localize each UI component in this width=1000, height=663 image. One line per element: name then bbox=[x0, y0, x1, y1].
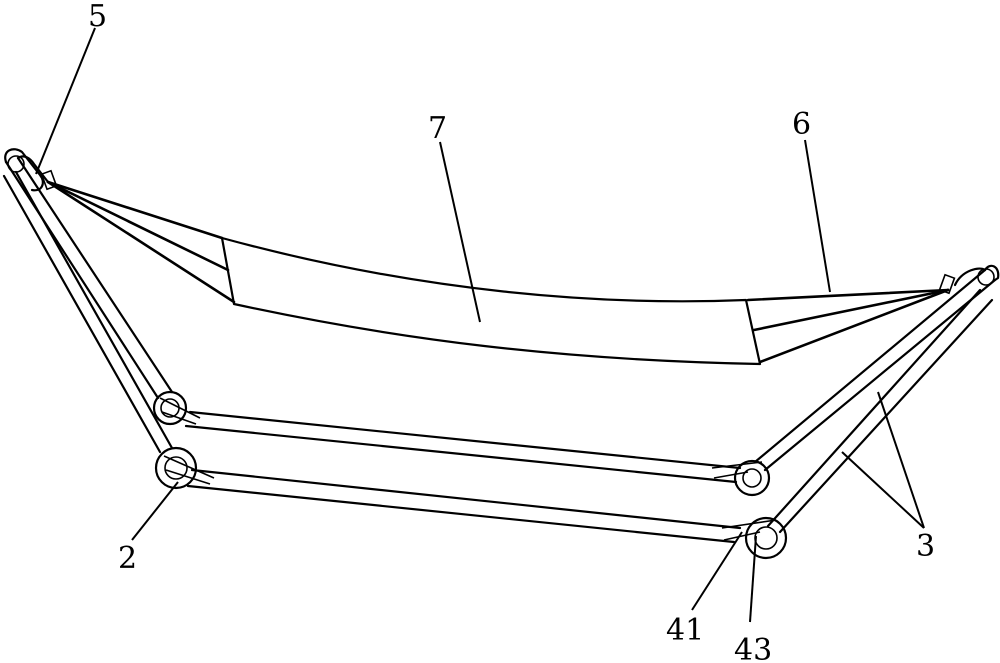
joint-lower-left bbox=[156, 448, 214, 488]
label-6: 6 bbox=[792, 107, 811, 142]
joint-upper-left bbox=[154, 392, 200, 424]
lower-crossbar bbox=[188, 470, 740, 542]
label-2: 2 bbox=[118, 541, 137, 576]
label-5: 5 bbox=[88, 0, 107, 34]
upper-crossbar bbox=[186, 412, 740, 482]
leader-lines bbox=[36, 28, 924, 622]
ropes bbox=[42, 171, 955, 362]
hammock-bed bbox=[222, 238, 760, 364]
label-3: 3 bbox=[916, 529, 935, 564]
label-41: 41 bbox=[666, 613, 704, 648]
label-43: 43 bbox=[734, 633, 772, 663]
label-7: 7 bbox=[428, 111, 447, 146]
